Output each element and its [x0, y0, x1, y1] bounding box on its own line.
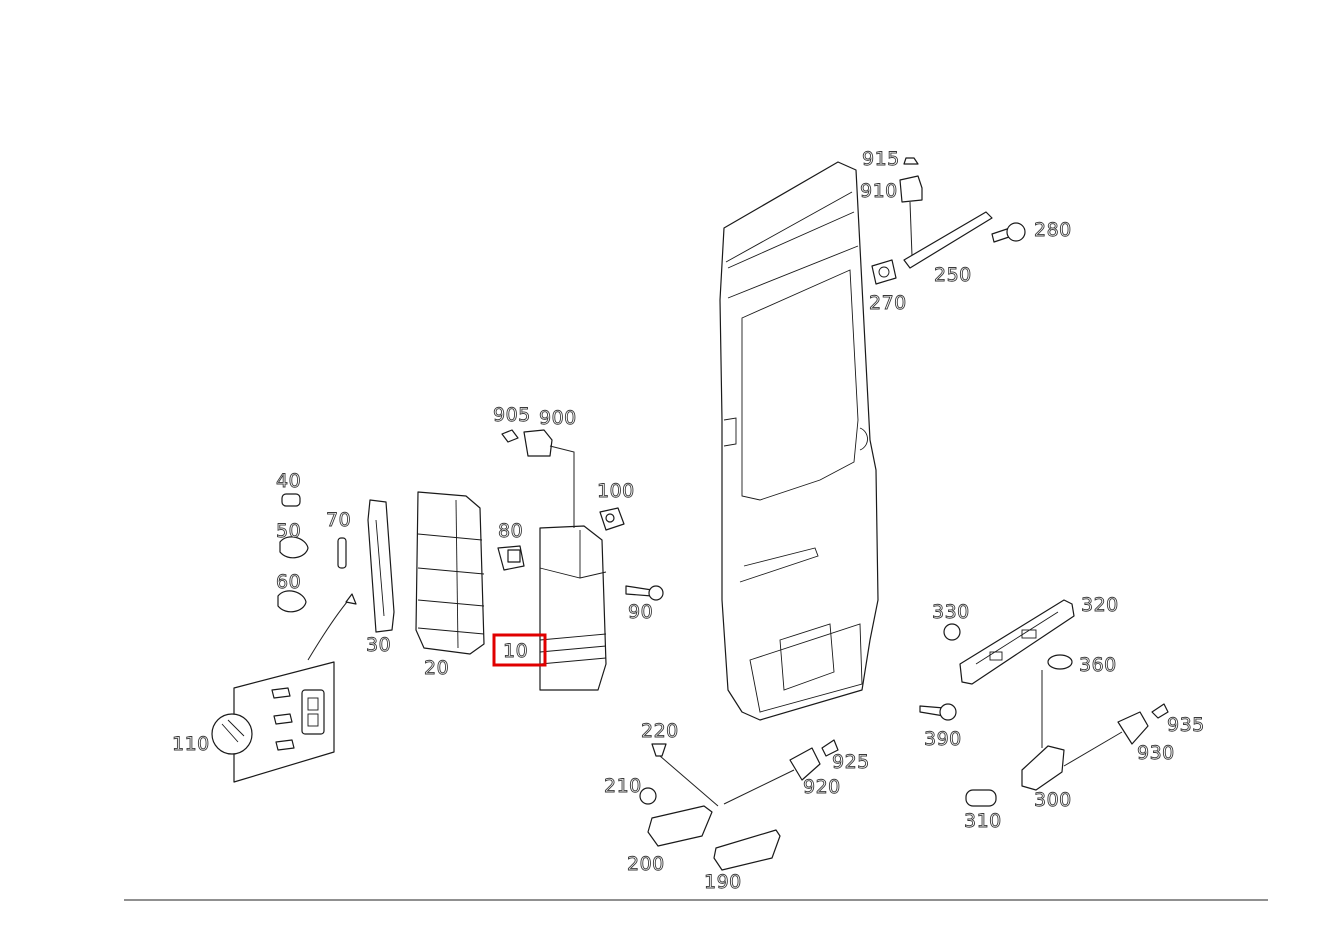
label-100: 100 — [597, 480, 635, 502]
part-910-connector[interactable] — [899, 175, 923, 257]
part-30-bulb-carrier[interactable] — [367, 499, 395, 633]
label-20: 20 — [424, 657, 449, 679]
label-900: 900 — [539, 407, 577, 429]
part-935-pin[interactable] — [1151, 703, 1169, 719]
part-900-connector[interactable] — [523, 429, 575, 528]
label-360: 360 — [1079, 654, 1117, 676]
label-80: 80 — [498, 520, 523, 542]
arrow-head-icon — [345, 593, 357, 605]
part-70-bulb[interactable] — [337, 537, 347, 569]
label-110: 110 — [172, 733, 210, 755]
label-925: 925 — [832, 751, 870, 773]
part-310-bulb[interactable] — [965, 789, 997, 807]
part-925-pin[interactable] — [821, 739, 839, 757]
part-920-connector[interactable] — [723, 747, 821, 805]
part-80-socket[interactable] — [497, 545, 525, 571]
label-70: 70 — [326, 509, 351, 531]
part-360-cap[interactable] — [1047, 654, 1073, 670]
label-280: 280 — [1034, 219, 1072, 241]
label-220: 220 — [641, 720, 679, 742]
part-330-nut[interactable] — [943, 623, 961, 641]
part-200-lamp[interactable] — [647, 805, 713, 847]
part-100-clip[interactable] — [599, 507, 625, 531]
part-930-connector[interactable] — [1063, 711, 1149, 767]
label-935: 935 — [1167, 714, 1205, 736]
label-270: 270 — [869, 292, 907, 314]
part-90-screw[interactable] — [625, 585, 664, 601]
label-300: 300 — [1034, 789, 1072, 811]
label-90: 90 — [628, 601, 653, 623]
part-300-license-lamp[interactable] — [1021, 670, 1065, 791]
part-280-screw[interactable] — [991, 222, 1026, 243]
part-270-clip[interactable] — [871, 259, 897, 285]
part-210-bulb[interactable] — [639, 787, 657, 805]
label-50: 50 — [276, 520, 301, 542]
label-40: 40 — [276, 470, 301, 492]
label-330: 330 — [932, 601, 970, 623]
part-60-bulb[interactable] — [277, 590, 307, 613]
label-210: 210 — [604, 775, 642, 797]
label-30: 30 — [366, 634, 391, 656]
part-190-lens[interactable] — [713, 829, 781, 871]
label-190: 190 — [704, 871, 742, 893]
label-250: 250 — [934, 264, 972, 286]
rear-door-panel — [719, 161, 879, 721]
part-220-pin[interactable] — [651, 743, 719, 807]
part-320-handle[interactable] — [959, 599, 1075, 685]
label-310: 310 — [964, 810, 1002, 832]
part-250-strip[interactable] — [903, 211, 993, 269]
part-110-kit[interactable] — [211, 661, 335, 783]
part-40-bulb[interactable] — [281, 493, 301, 507]
part-50-bulb[interactable] — [279, 536, 309, 559]
label-905: 905 — [493, 404, 531, 426]
label-915: 915 — [862, 148, 900, 170]
label-930: 930 — [1137, 742, 1175, 764]
label-910: 910 — [860, 180, 898, 202]
highlight-box — [492, 633, 547, 667]
label-200: 200 — [627, 853, 665, 875]
label-60: 60 — [276, 571, 301, 593]
part-905-pin[interactable] — [501, 429, 519, 443]
part-390-screw[interactable] — [919, 703, 957, 721]
label-320: 320 — [1081, 594, 1119, 616]
label-920: 920 — [803, 776, 841, 798]
part-915-pin[interactable] — [903, 157, 919, 165]
part-20-tail-lamp[interactable] — [415, 491, 485, 655]
part-10-lamp-housing[interactable] — [539, 525, 607, 691]
label-390: 390 — [924, 728, 962, 750]
arrow-70 — [307, 595, 353, 661]
label-10: 10 — [503, 640, 528, 662]
